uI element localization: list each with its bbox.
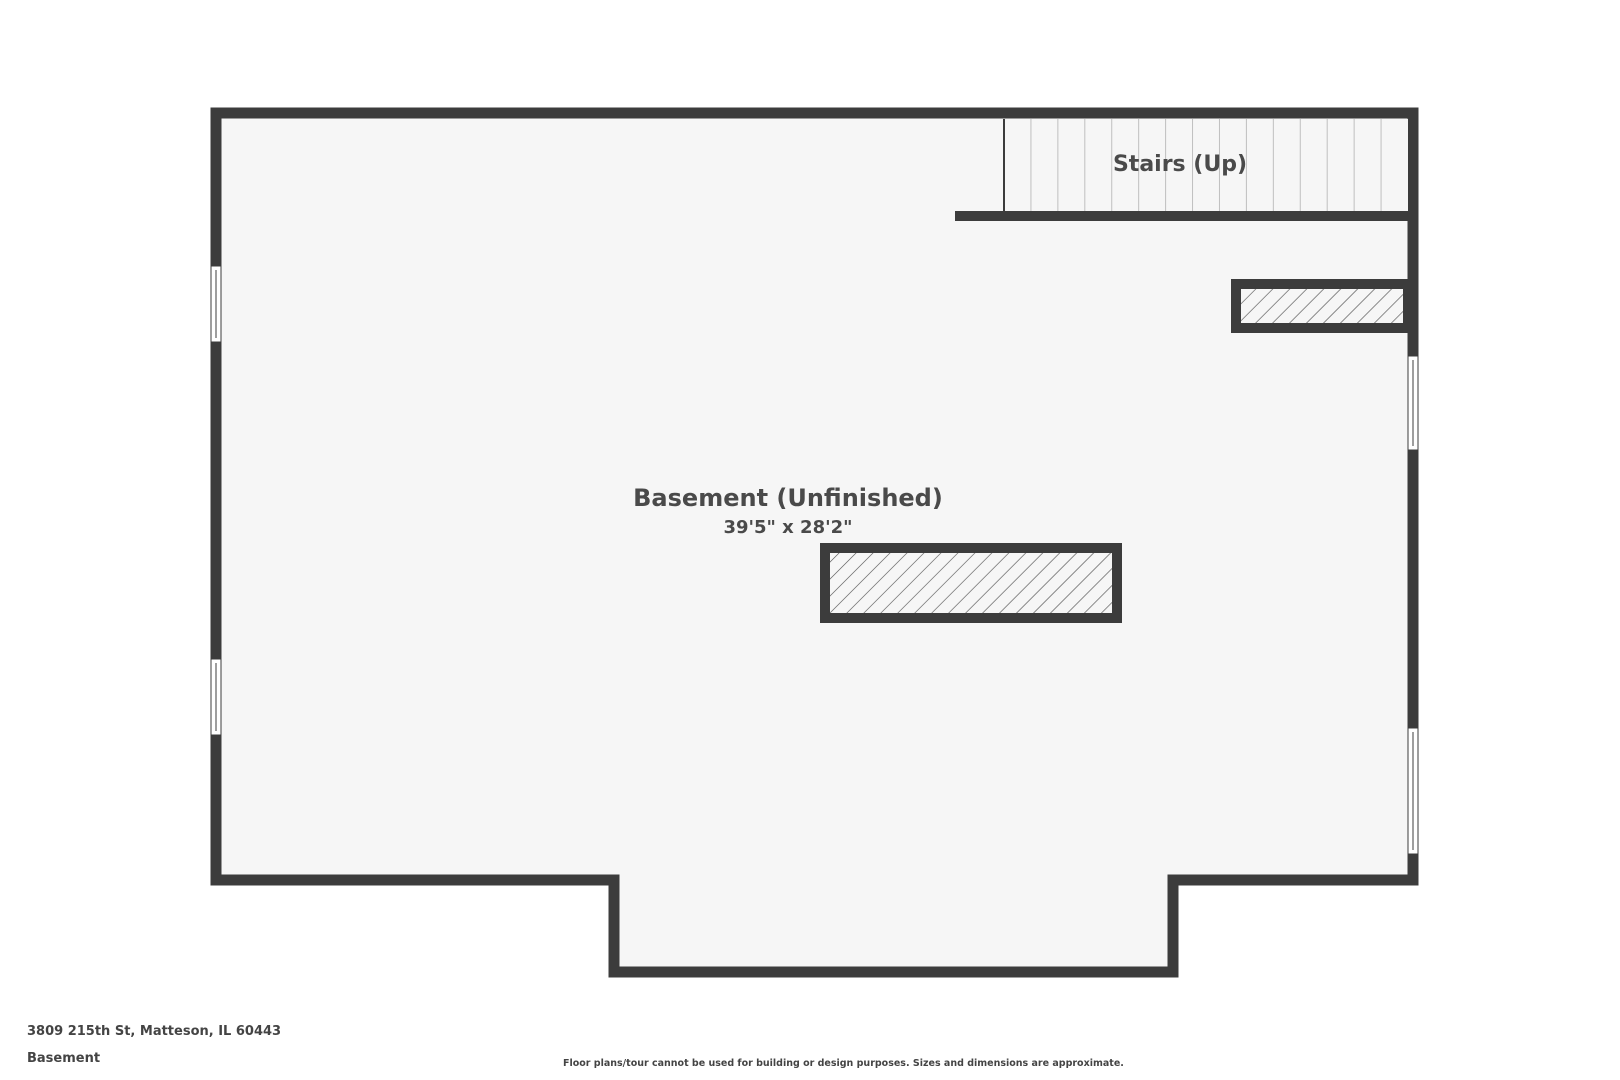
basement-floor-outline — [210, 107, 1419, 978]
central-structure — [820, 543, 1122, 623]
chimney-chase — [1231, 279, 1413, 333]
disclaimer-text: Floor plans/tour cannot be used for buil… — [563, 1058, 1124, 1069]
stairs-label: Stairs (Up) — [1113, 152, 1247, 177]
window-left-lower — [210, 658, 222, 736]
window-right-lower — [1407, 727, 1419, 855]
basement-room-dimensions: 39'5" x 28'2" — [723, 517, 852, 538]
basement-room-label: Basement (Unfinished) — [633, 484, 943, 512]
window-right-upper — [1407, 355, 1419, 451]
stairs-area — [955, 119, 1413, 221]
property-address: 3809 215th St, Matteson, IL 60443 — [27, 1024, 282, 1039]
floor-name: Basement — [27, 1051, 101, 1066]
window-left-upper — [210, 265, 222, 343]
